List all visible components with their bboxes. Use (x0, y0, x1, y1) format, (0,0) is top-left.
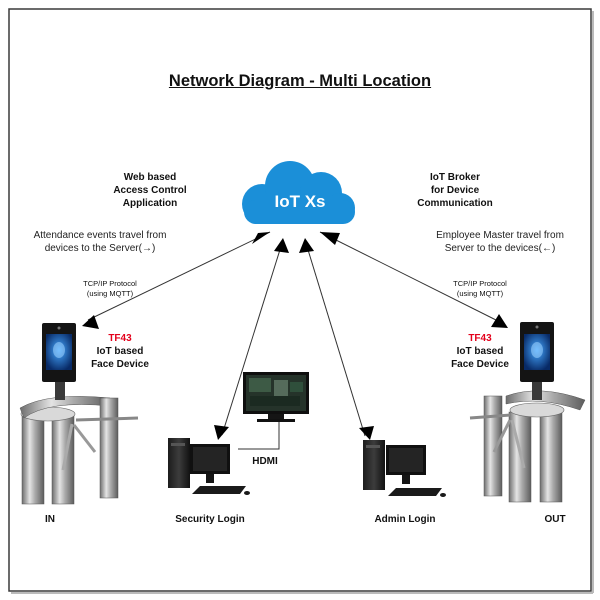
arrow-head-cloud-admin (299, 238, 314, 253)
protocol-left-line-1: TCP/IP Protocol (83, 279, 137, 288)
link-admin (304, 239, 366, 437)
connection-lines (87, 231, 501, 450)
web-app-line-3: Application (122, 198, 178, 209)
arrow-head-admin (359, 426, 374, 440)
gate-in-label: IN (45, 514, 55, 525)
employee-master-note: Employee Master travel from Server to th… (405, 229, 595, 255)
arrow-head-cloud-security (274, 238, 289, 253)
turnstile-in-icon (19, 323, 139, 505)
hdmi-label: HDMI (252, 456, 278, 467)
protocol-right-line-2: (using MQTT) (456, 288, 504, 298)
events-note-line-1: Attendance events travel from (33, 230, 167, 241)
link-right-device (319, 231, 501, 323)
protocol-label-left: TCP/IP Protocol (using MQTT) (70, 279, 150, 298)
link-left-device (87, 231, 271, 321)
arrow-head-cloud-right (320, 232, 340, 245)
arrow-head-left-device (82, 315, 99, 329)
hdmi-cable (238, 415, 280, 450)
device-left-model: TF43 (108, 333, 132, 344)
arrow-heads (82, 232, 508, 440)
admin-pc-icon (363, 440, 446, 497)
security-pc-icon (168, 438, 250, 495)
broker-line-3: Communication (417, 198, 493, 209)
web-app-line-2: Access Control (113, 185, 187, 196)
arrow-head-security (214, 425, 229, 440)
web-app-label: Web based Access Control Application (90, 171, 210, 210)
protocol-label-right: TCP/IP Protocol (using MQTT) (440, 279, 520, 298)
attendance-events-note: Attendance events travel from devices to… (5, 229, 195, 255)
cloud-icon (242, 161, 355, 224)
protocol-left-line-2: (using MQTT) (86, 288, 134, 298)
gate-out-label: OUT (544, 514, 566, 525)
broker-line-1: IoT Broker (429, 172, 480, 183)
device-right-line-1: IoT based (456, 346, 504, 357)
frame-border (8, 8, 592, 592)
monitor-icon (243, 372, 309, 422)
turnstile-out-icon (469, 322, 586, 503)
security-login-label: Security Login (175, 514, 245, 525)
protocol-right-line-1: TCP/IP Protocol (453, 279, 507, 288)
events-note-line-2: devices to the Server(→) (44, 243, 156, 254)
arrow-head-right-device (491, 314, 508, 328)
device-label-left: TF43 IoT based Face Device (80, 332, 160, 371)
web-app-line-1: Web based (123, 172, 177, 183)
device-right-line-2: Face Device (451, 359, 509, 370)
master-note-line-2: Server to the devices(←) (444, 243, 556, 254)
broker-label: IoT Broker for Device Communication (395, 171, 515, 210)
link-security (221, 239, 284, 436)
device-left-line-2: Face Device (91, 359, 149, 370)
device-label-right: TF43 IoT based Face Device (440, 332, 520, 371)
admin-login-label: Admin Login (374, 514, 436, 525)
cloud-label: IoT Xs (274, 192, 326, 211)
master-note-line-1: Employee Master travel from (436, 230, 564, 241)
broker-line-2: for Device (430, 185, 480, 196)
arrow-head-cloud-left (252, 232, 270, 244)
device-left-line-1: IoT based (96, 346, 144, 357)
page-title: Network Diagram - Multi Location (168, 72, 432, 90)
device-right-model: TF43 (468, 333, 492, 344)
